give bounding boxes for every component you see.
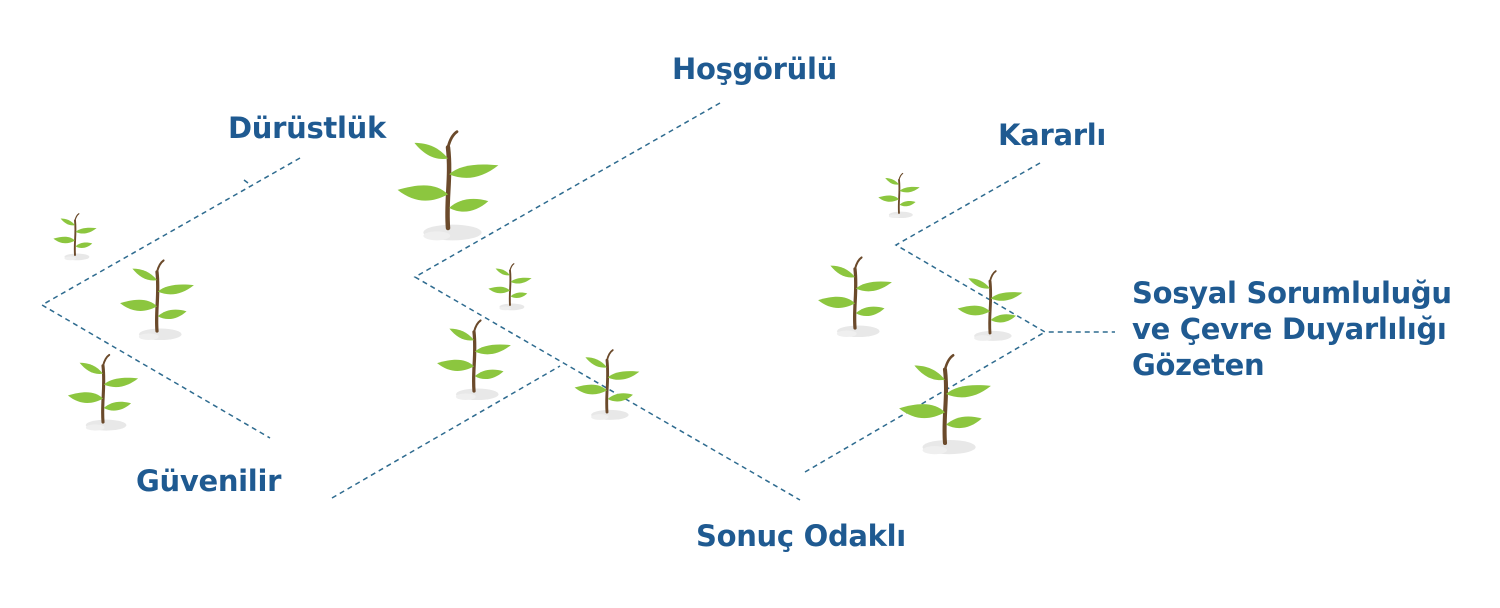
sprout-icon <box>435 318 513 402</box>
sprout-icon <box>899 355 991 454</box>
label-sonuc-odakli: Sonuç Odaklı <box>696 519 906 553</box>
sprout-icon <box>877 172 921 219</box>
connector-left-diamond <box>40 157 301 439</box>
label-kararli: Kararlı <box>998 118 1106 152</box>
connectors <box>40 102 1115 501</box>
sprout-icon <box>816 255 894 339</box>
connector-kararli <box>894 162 1115 333</box>
connector-guvenilir <box>331 365 561 499</box>
sprout-icon <box>487 262 533 312</box>
sprout-icon <box>118 258 196 342</box>
label-line-2: ve Çevre Duyarlılığı <box>1132 312 1447 346</box>
sprout-icon <box>573 348 641 422</box>
sprouts <box>52 132 1024 455</box>
connector-durustluk-arrow <box>243 179 253 187</box>
sprout-icon <box>66 353 140 433</box>
connector-sonuc <box>804 331 1046 473</box>
sprout-icon <box>956 269 1024 343</box>
sprout-icon <box>398 132 499 241</box>
connector-hosgorulu <box>413 102 801 501</box>
label-sosyal-sorumluluk: Sosyal Sorumluluğu ve Çevre Duyarlılığı … <box>1132 275 1472 383</box>
label-line-1: Sosyal Sorumluluğu <box>1132 276 1452 310</box>
label-hosgorulu: Hoşgörülü <box>672 52 837 86</box>
label-durustluk: Dürüstlük <box>228 111 386 145</box>
sprout-icon <box>52 212 98 262</box>
label-line-3: Gözeten <box>1132 348 1265 382</box>
label-guvenilir: Güvenilir <box>136 464 282 498</box>
